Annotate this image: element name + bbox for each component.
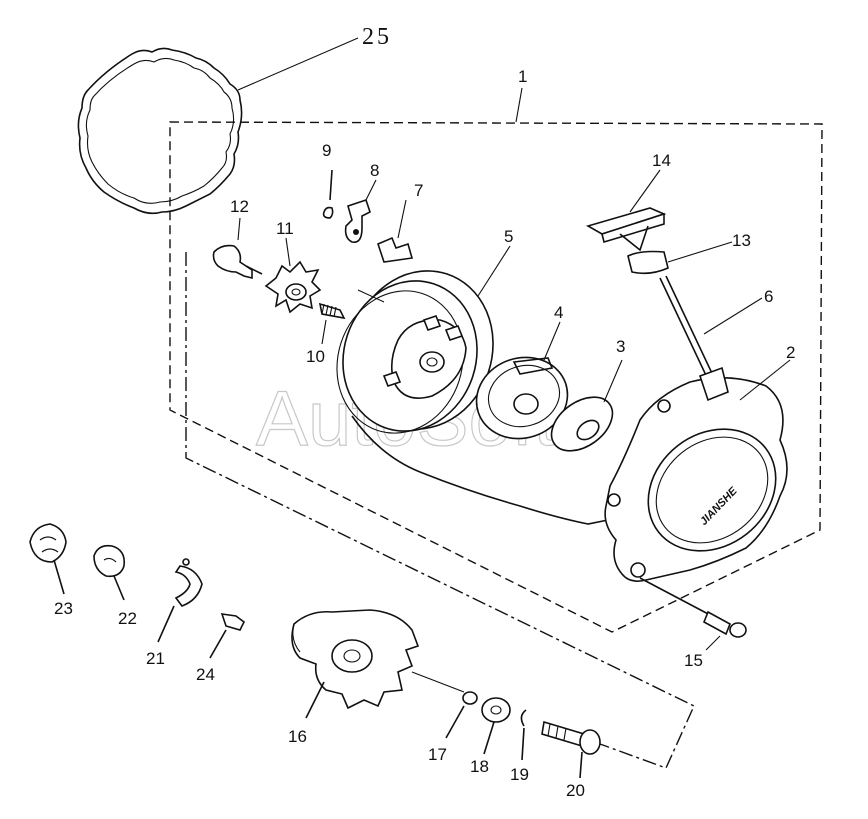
- bolt-part-15: [639, 577, 747, 638]
- clip-part-9: [322, 169, 334, 219]
- starter-cover-part-2: JIANSHE: [604, 377, 788, 582]
- gasket-part-25: [77, 47, 243, 215]
- callout-10: 10: [306, 347, 325, 366]
- callout-4: 4: [554, 303, 563, 322]
- handle-grip-part-13: [627, 250, 669, 275]
- part-22: [93, 544, 126, 578]
- callout-14: 14: [652, 151, 671, 170]
- callout-21: 21: [146, 649, 165, 668]
- callout-16: 16: [288, 727, 307, 746]
- assembly-boundary-dashdot: [185, 252, 695, 769]
- ratchet-part-11: [264, 260, 322, 314]
- rope-part-6: [659, 275, 729, 402]
- part-24: [220, 613, 246, 631]
- callout-25: 25: [362, 24, 392, 50]
- drive-plate-part-16: [291, 609, 420, 710]
- part-19: [520, 709, 527, 727]
- callout-12: 12: [230, 197, 249, 216]
- callout-20: 20: [566, 781, 585, 800]
- callout-7: 7: [414, 181, 423, 200]
- part-17: [462, 691, 478, 705]
- callout-13: 13: [732, 231, 751, 250]
- callout-22: 22: [118, 609, 137, 628]
- callout-18: 18: [470, 757, 489, 776]
- handle-part-14: [585, 207, 667, 252]
- callout-15: 15: [684, 651, 703, 670]
- part-23: [29, 523, 67, 563]
- part-21: [174, 558, 203, 607]
- part-18: [481, 697, 511, 723]
- bolt-part-20: [541, 720, 601, 755]
- pulley-part-5: [336, 270, 494, 434]
- spring-part-10: [318, 302, 346, 320]
- bolt-part-12: [212, 244, 263, 280]
- callout-24: 24: [196, 665, 215, 684]
- callout-8: 8: [370, 161, 379, 180]
- callout-6: 6: [764, 287, 773, 306]
- callout-23: 23: [54, 599, 73, 618]
- pawl-part-8: [344, 198, 371, 244]
- callout-1: 1: [518, 67, 527, 86]
- callout-3: 3: [616, 337, 625, 356]
- callout-2: 2: [786, 343, 795, 362]
- washer-part-3: [550, 396, 614, 452]
- callout-19: 19: [510, 765, 529, 784]
- callout-17: 17: [428, 745, 447, 764]
- spring-case-part-4: [475, 356, 569, 440]
- callout-11: 11: [276, 219, 294, 238]
- callout-5: 5: [504, 227, 513, 246]
- spring-part-7: [377, 236, 414, 263]
- callout-9: 9: [322, 141, 331, 160]
- rope-route: [351, 415, 609, 525]
